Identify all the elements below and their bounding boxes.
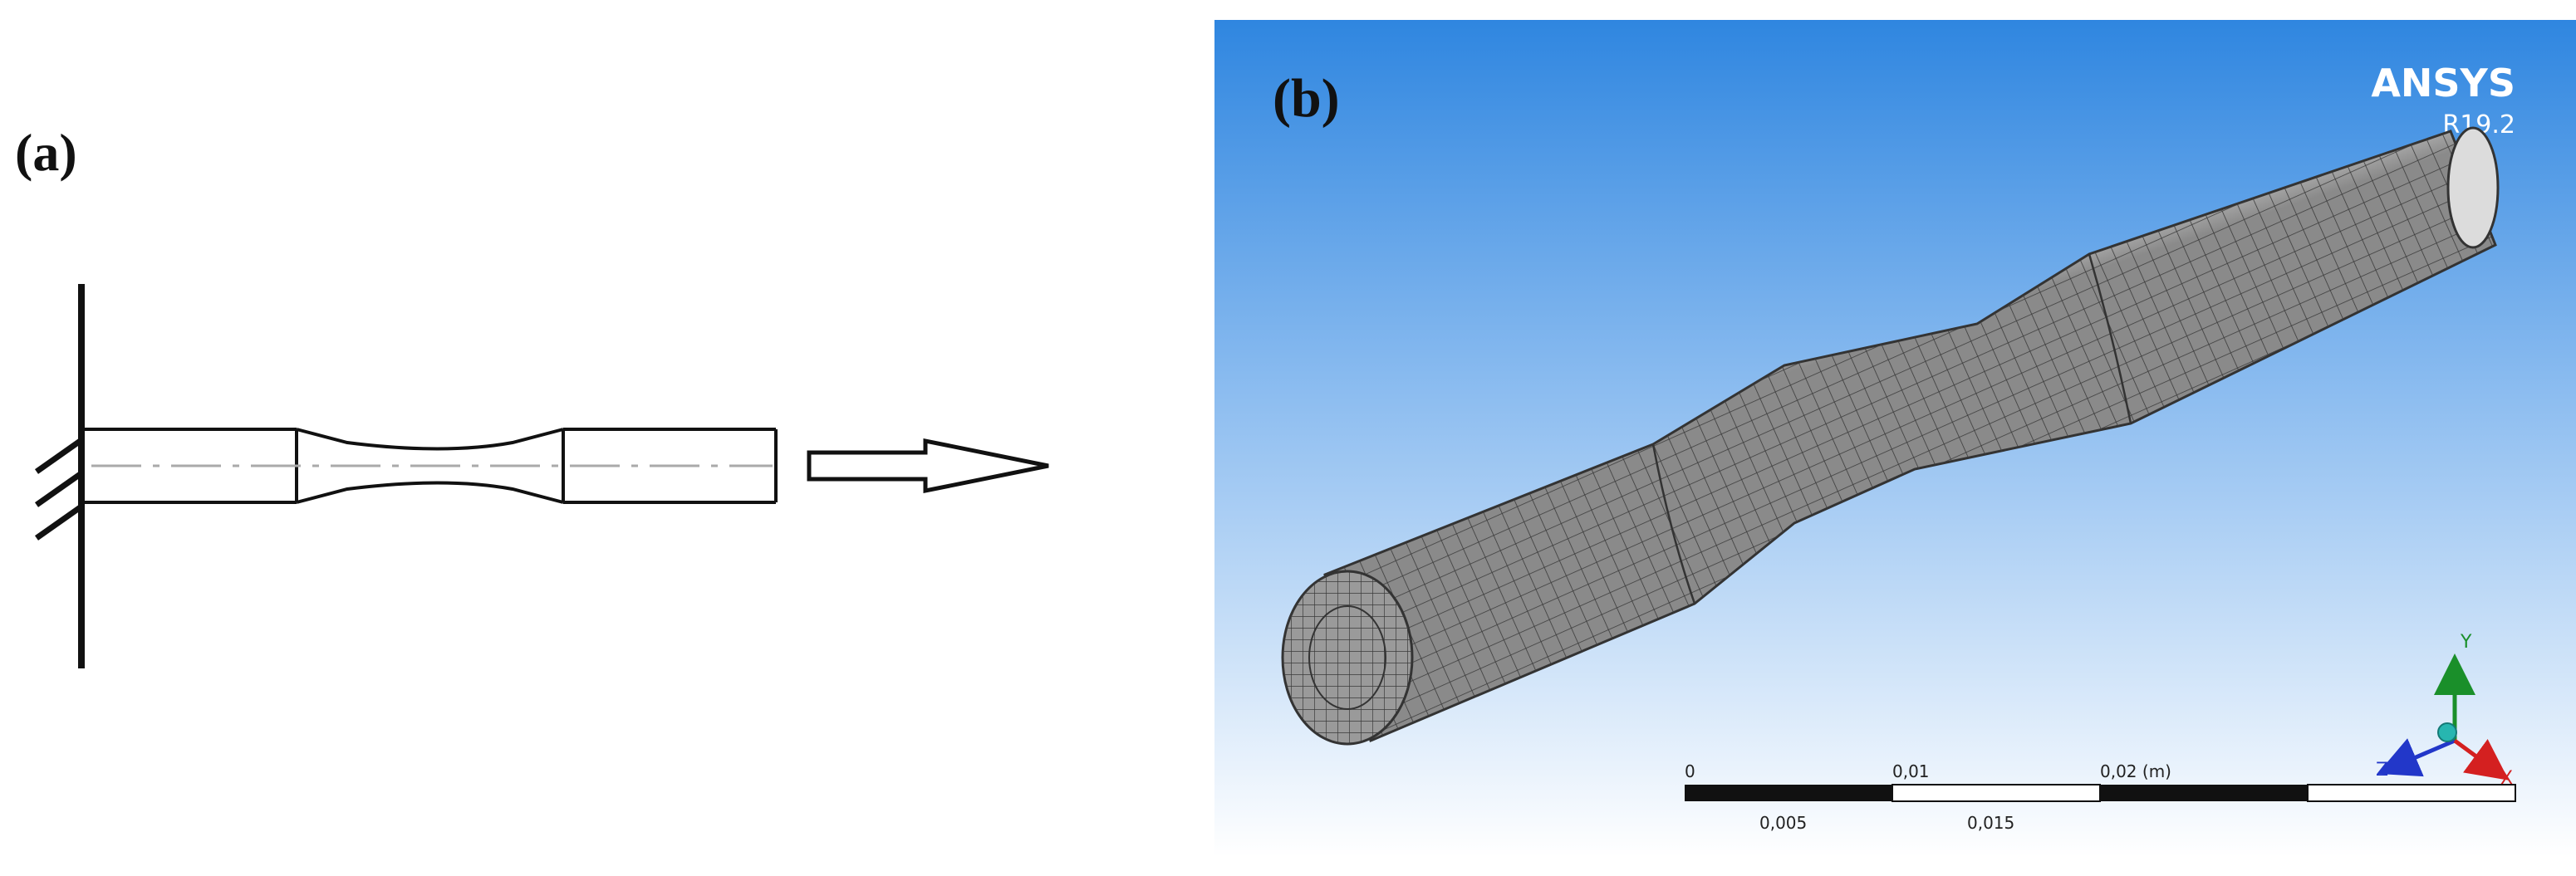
panel-a-label: (a) [15, 123, 77, 182]
triad-origin [2437, 722, 2457, 742]
scale-bar: 0 0,01 0,02 (m) 0,005 0,015 [1685, 761, 2516, 833]
hatch-line [34, 438, 84, 474]
y-axis-label: Y [2460, 632, 2472, 653]
hatch-line [34, 504, 84, 541]
x-axis-label: X [2500, 768, 2513, 789]
panel-a: (a) [15, 123, 1049, 668]
far-end-face [2446, 126, 2500, 249]
scale-label-0-02: 0,02 (m) [2100, 761, 2171, 781]
panel-b-label: (b) [1273, 68, 1340, 129]
panel-b: (b) ANSYS R19.2 0 0,01 0,02 (m) 0,0 [1214, 20, 2576, 857]
coordinate-triad: Y Z X [2376, 632, 2513, 789]
specimen-sketch [81, 428, 778, 504]
load-arrow [807, 438, 1049, 494]
scale-label-0: 0 [1685, 761, 1695, 781]
scale-label-0-005: 0,005 [1759, 813, 1807, 833]
scale-label-0-01: 0,01 [1892, 761, 1930, 781]
scale-label-0-015: 0,015 [1967, 813, 2014, 833]
meshed-specimen [1281, 126, 2500, 746]
fixed-support [34, 284, 85, 668]
hatch-line [34, 471, 84, 507]
z-axis-arrow [2377, 738, 2456, 777]
z-axis-label: Z [2376, 760, 2388, 781]
ansys-logo: ANSYS [2371, 61, 2515, 105]
x-axis-arrow [2453, 738, 2510, 781]
